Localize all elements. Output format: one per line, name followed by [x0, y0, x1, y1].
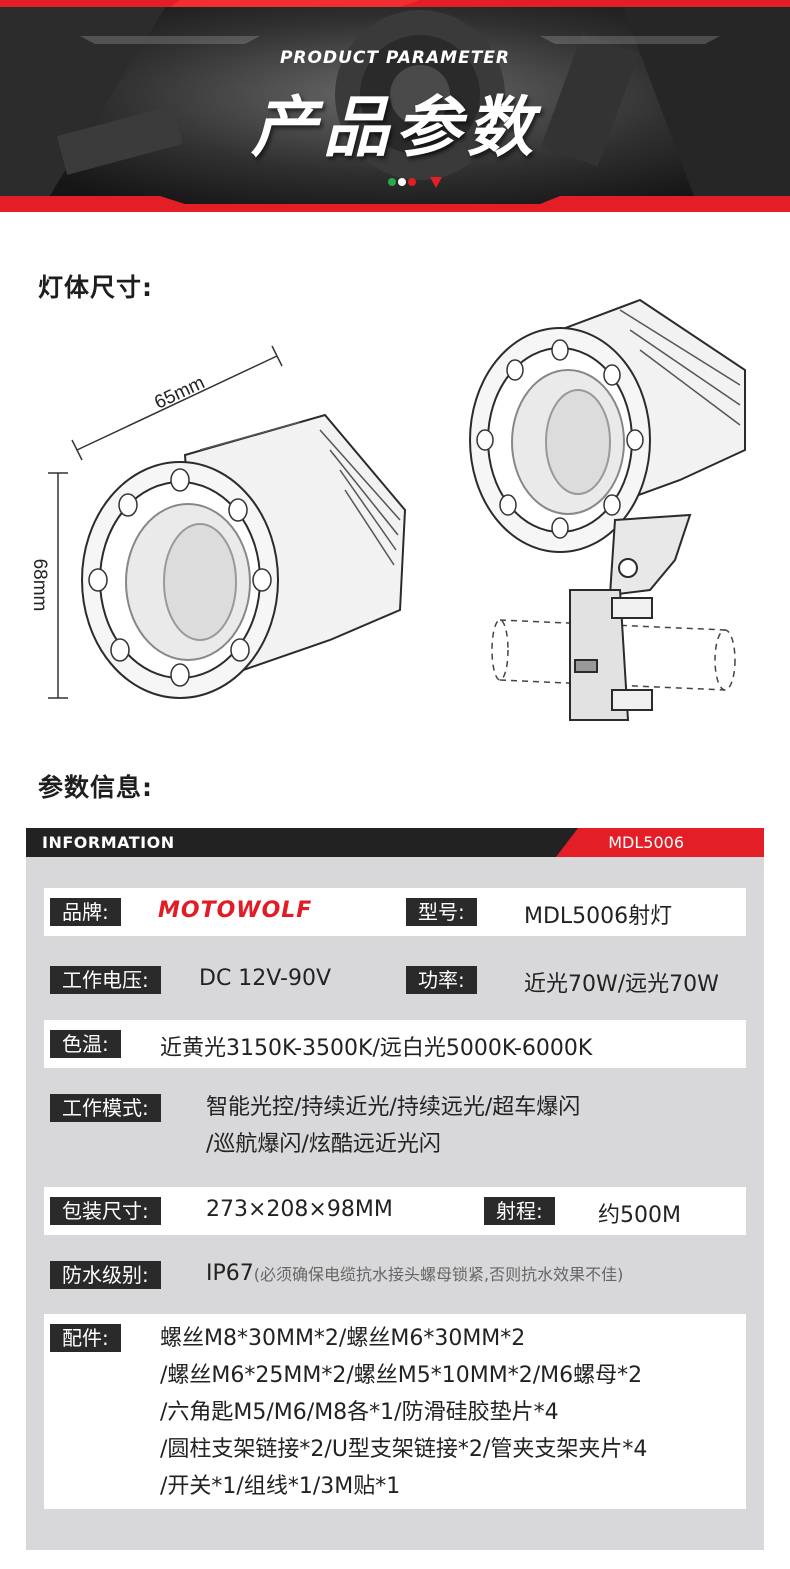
- dimensions-title: 灯体尺寸:: [38, 273, 153, 302]
- accessories-line: /圆柱支架链接*2/U型支架链接*2/管夹支架夹片*4: [160, 1437, 648, 1462]
- accessories-line: /六角匙M5/M6/M8各*1/防滑硅胶垫片*4: [160, 1400, 559, 1425]
- row-brand-model: 品牌: MOTOWOLF 型号: MDL5006射灯: [44, 888, 746, 936]
- model-value: MDL5006射灯: [524, 904, 673, 929]
- brand-label: 品牌:: [50, 898, 121, 926]
- waterproof-value: IP67(必须确保电缆抗水接头螺母锁紧,否则抗水效果不佳): [206, 1261, 623, 1286]
- waterproof-note: (必须确保电缆抗水接头螺母锁紧,否则抗水效果不佳): [253, 1265, 624, 1284]
- header-banner: PRODUCT PARAMETER 产品参数: [0, 0, 790, 212]
- accessories-value: 螺丝M8*30MM*2/螺丝M6*30MM*2 /螺丝M6*25MM*2/螺丝M…: [160, 1320, 647, 1505]
- color-temp-value: 近黄光3150K-3500K/远白光5000K-6000K: [160, 1036, 593, 1061]
- voltage-label: 工作电压:: [50, 966, 161, 994]
- mode-value: 智能光控/持续近光/持续远光/超车爆闪 /巡航爆闪/炫酷远近光闪: [206, 1089, 580, 1163]
- product-dimension-drawing: 65mm 68mm: [29, 298, 746, 721]
- waterproof-label: 防水级别:: [50, 1261, 161, 1289]
- information-bar: INFORMATION MDL5006: [26, 828, 764, 857]
- row-working-mode: 工作模式: 智能光控/持续近光/持续远光/超车爆闪 /巡航爆闪/炫酷远近光闪: [44, 1086, 746, 1176]
- mode-line-1: 智能光控/持续近光/持续远光/超车爆闪: [206, 1095, 581, 1120]
- information-panel: INFORMATION MDL5006 品牌: MOTOWOLF 型号: MDL…: [26, 828, 764, 1550]
- model-tag-background: [556, 828, 764, 857]
- banner-subtitle: PRODUCT PARAMETER: [279, 48, 511, 68]
- banner-background: [0, 0, 790, 212]
- waterproof-rating: IP67: [206, 1261, 254, 1286]
- accessories-label: 配件:: [50, 1324, 121, 1352]
- model-tag: MDL5006: [608, 833, 684, 852]
- params-title: 参数信息:: [38, 773, 153, 802]
- package-value: 273×208×98MM: [206, 1197, 393, 1222]
- row-waterproof: 防水级别: IP67(必须确保电缆抗水接头螺母锁紧,否则抗水效果不佳): [44, 1253, 746, 1301]
- mode-line-2: /巡航爆闪/炫酷远近光闪: [206, 1132, 441, 1157]
- accessories-line: 螺丝M8*30MM*2/螺丝M6*30MM*2: [160, 1326, 526, 1351]
- accessories-line: /螺丝M6*25MM*2/螺丝M5*10MM*2/M6螺母*2: [160, 1363, 643, 1388]
- light-front-view: [81, 413, 407, 699]
- power-label: 功率:: [406, 966, 477, 994]
- height-dimension-label: 68mm: [29, 559, 50, 612]
- row-package-range: 包装尺寸: 273×208×98MM 射程: 约500M: [44, 1187, 746, 1235]
- range-value: 约500M: [598, 1203, 681, 1228]
- row-color-temp: 色温: 近黄光3150K-3500K/远白光5000K-6000K: [44, 1020, 746, 1068]
- row-voltage-power: 工作电压: DC 12V-90V 功率: 近光70W/远光70W: [44, 956, 746, 1004]
- information-bar-title: INFORMATION: [42, 833, 175, 852]
- width-dimension-label: 65mm: [151, 372, 208, 413]
- power-value: 近光70W/远光70W: [524, 972, 719, 997]
- brand-logo: MOTOWOLF: [158, 898, 313, 923]
- row-accessories: 配件: 螺丝M8*30MM*2/螺丝M6*30MM*2 /螺丝M6*25MM*2…: [44, 1314, 746, 1509]
- flag-dots-icon: [388, 177, 442, 188]
- package-label: 包装尺寸:: [50, 1197, 161, 1225]
- mode-label: 工作模式:: [50, 1094, 161, 1122]
- range-label: 射程:: [484, 1197, 555, 1225]
- model-label: 型号:: [406, 898, 477, 926]
- banner-title: 产品参数: [251, 89, 539, 166]
- color-temp-label: 色温:: [50, 1030, 121, 1058]
- voltage-value: DC 12V-90V: [199, 966, 332, 991]
- accessories-line: /开关*1/组线*1/3M贴*1: [160, 1474, 401, 1499]
- light-mounted-view: [469, 298, 746, 721]
